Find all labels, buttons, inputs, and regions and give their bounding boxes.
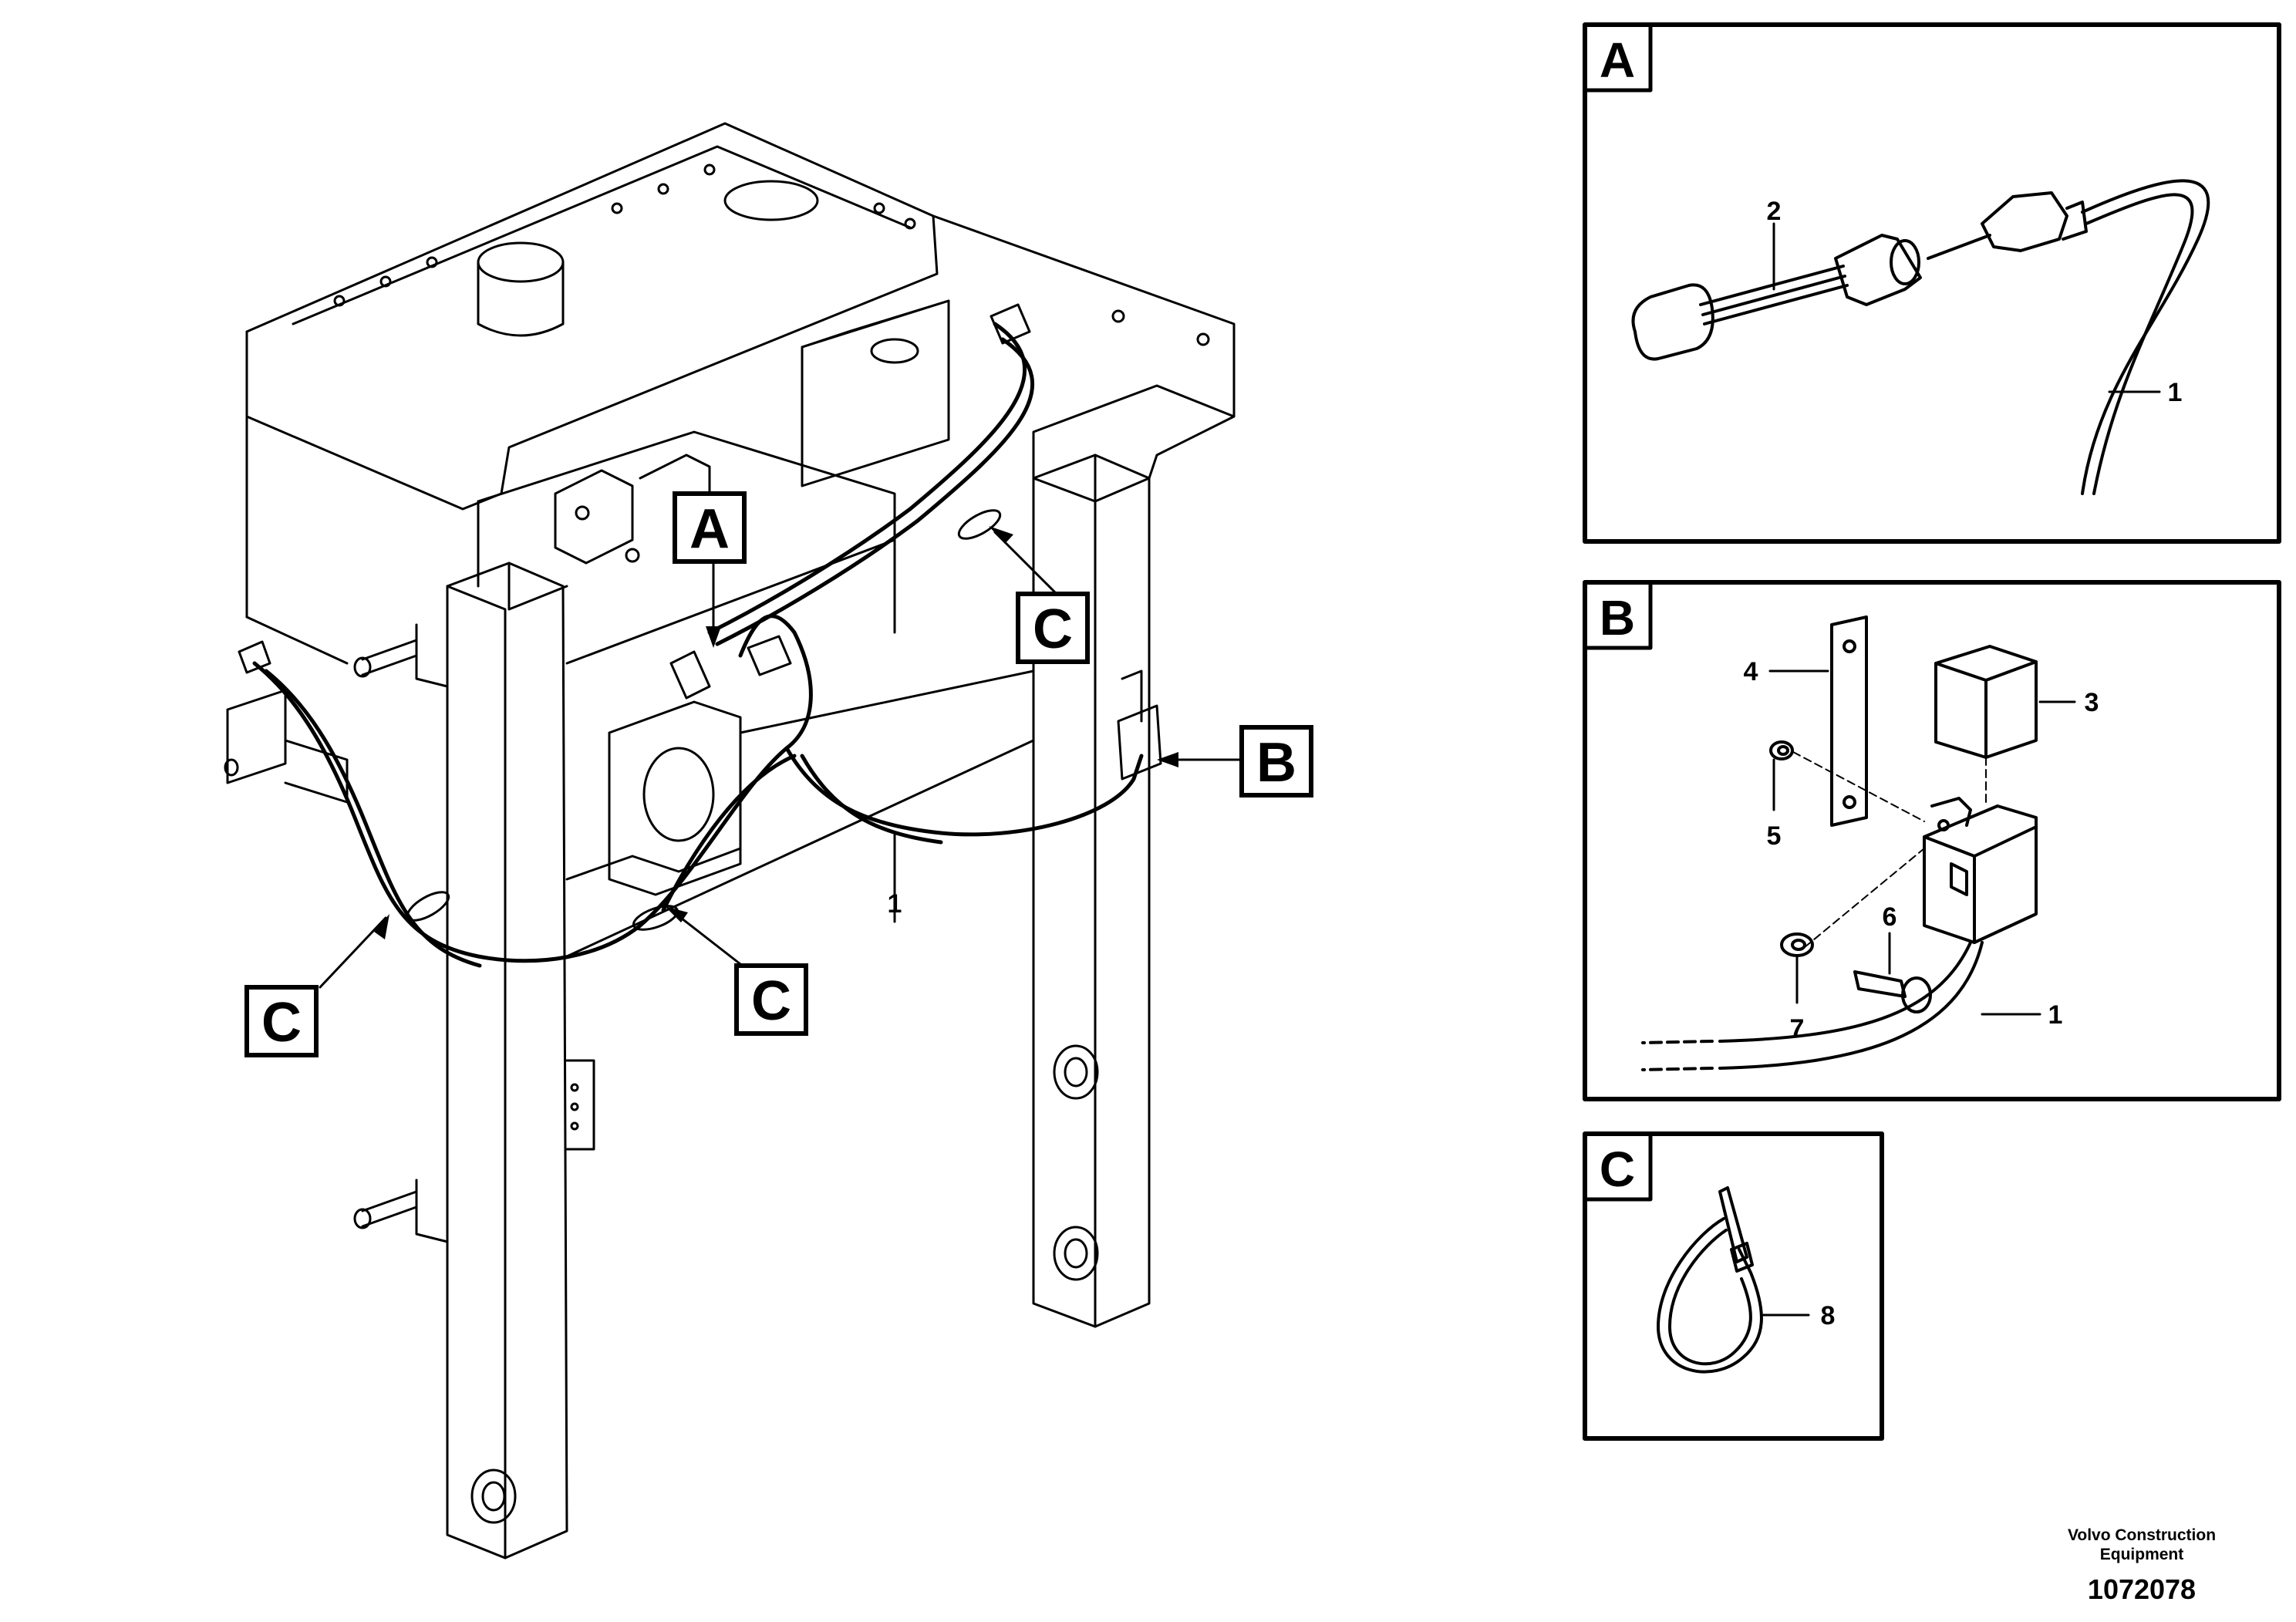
detail-b-letter: B (1600, 590, 1635, 646)
detail-c-letter: C (1600, 1141, 1635, 1197)
relay-detail-b-location (1117, 669, 1162, 781)
detail-b-frame (1583, 580, 2281, 1101)
detail-a-letter: A (1600, 32, 1635, 88)
connector-detail-a-location (238, 303, 1031, 700)
callout-box-c-left: C (244, 985, 319, 1057)
detail-a-leaders (1772, 222, 2161, 393)
detail-b-label-4: 4 (1744, 657, 1758, 686)
detail-c-cable-tie (1657, 1186, 1763, 1374)
callout-c-upper-letter: C (1033, 599, 1073, 660)
callout-b-letter: B (1256, 732, 1296, 794)
callout-box-b: B (1239, 725, 1313, 798)
footer-drawing-number: 1072078 (2087, 1573, 2197, 1605)
detail-b-label-6: 6 (1883, 902, 1897, 932)
detail-b-label-5: 5 (1767, 821, 1782, 851)
detail-b-parts (1641, 615, 2038, 1071)
footer-company: Volvo Construction Equipment (2067, 1526, 2217, 1563)
detail-c-label-8: 8 (1821, 1301, 1836, 1330)
callout-box-c-upper: C (1016, 592, 1090, 664)
callout-c-left-letter: C (261, 992, 302, 1054)
detail-b-label-7: 7 (1790, 1014, 1805, 1044)
detail-a-label-2: 2 (1767, 197, 1782, 226)
detail-a-connector-assembly (1631, 179, 2210, 495)
detail-b-label-1: 1 (2048, 1000, 2063, 1030)
callout-a-letter: A (689, 498, 730, 560)
frame-assembly (224, 122, 1236, 1560)
callout-box-a: A (673, 491, 747, 564)
detail-b-label-3: 3 (2085, 688, 2099, 717)
label-harness-1: 1 (888, 889, 902, 919)
detail-b-leaders (1768, 669, 2076, 1016)
detail-c-frame (1583, 1131, 1884, 1441)
detail-a-frame (1583, 22, 2281, 544)
callout-leaders (319, 531, 1243, 989)
callout-arrowheads (374, 526, 1178, 939)
detail-a-label-1: 1 (2168, 378, 2183, 407)
callout-c-lower-letter: C (751, 970, 791, 1032)
callout-box-c-lower: C (734, 963, 808, 1036)
wire-harness (252, 322, 1144, 968)
